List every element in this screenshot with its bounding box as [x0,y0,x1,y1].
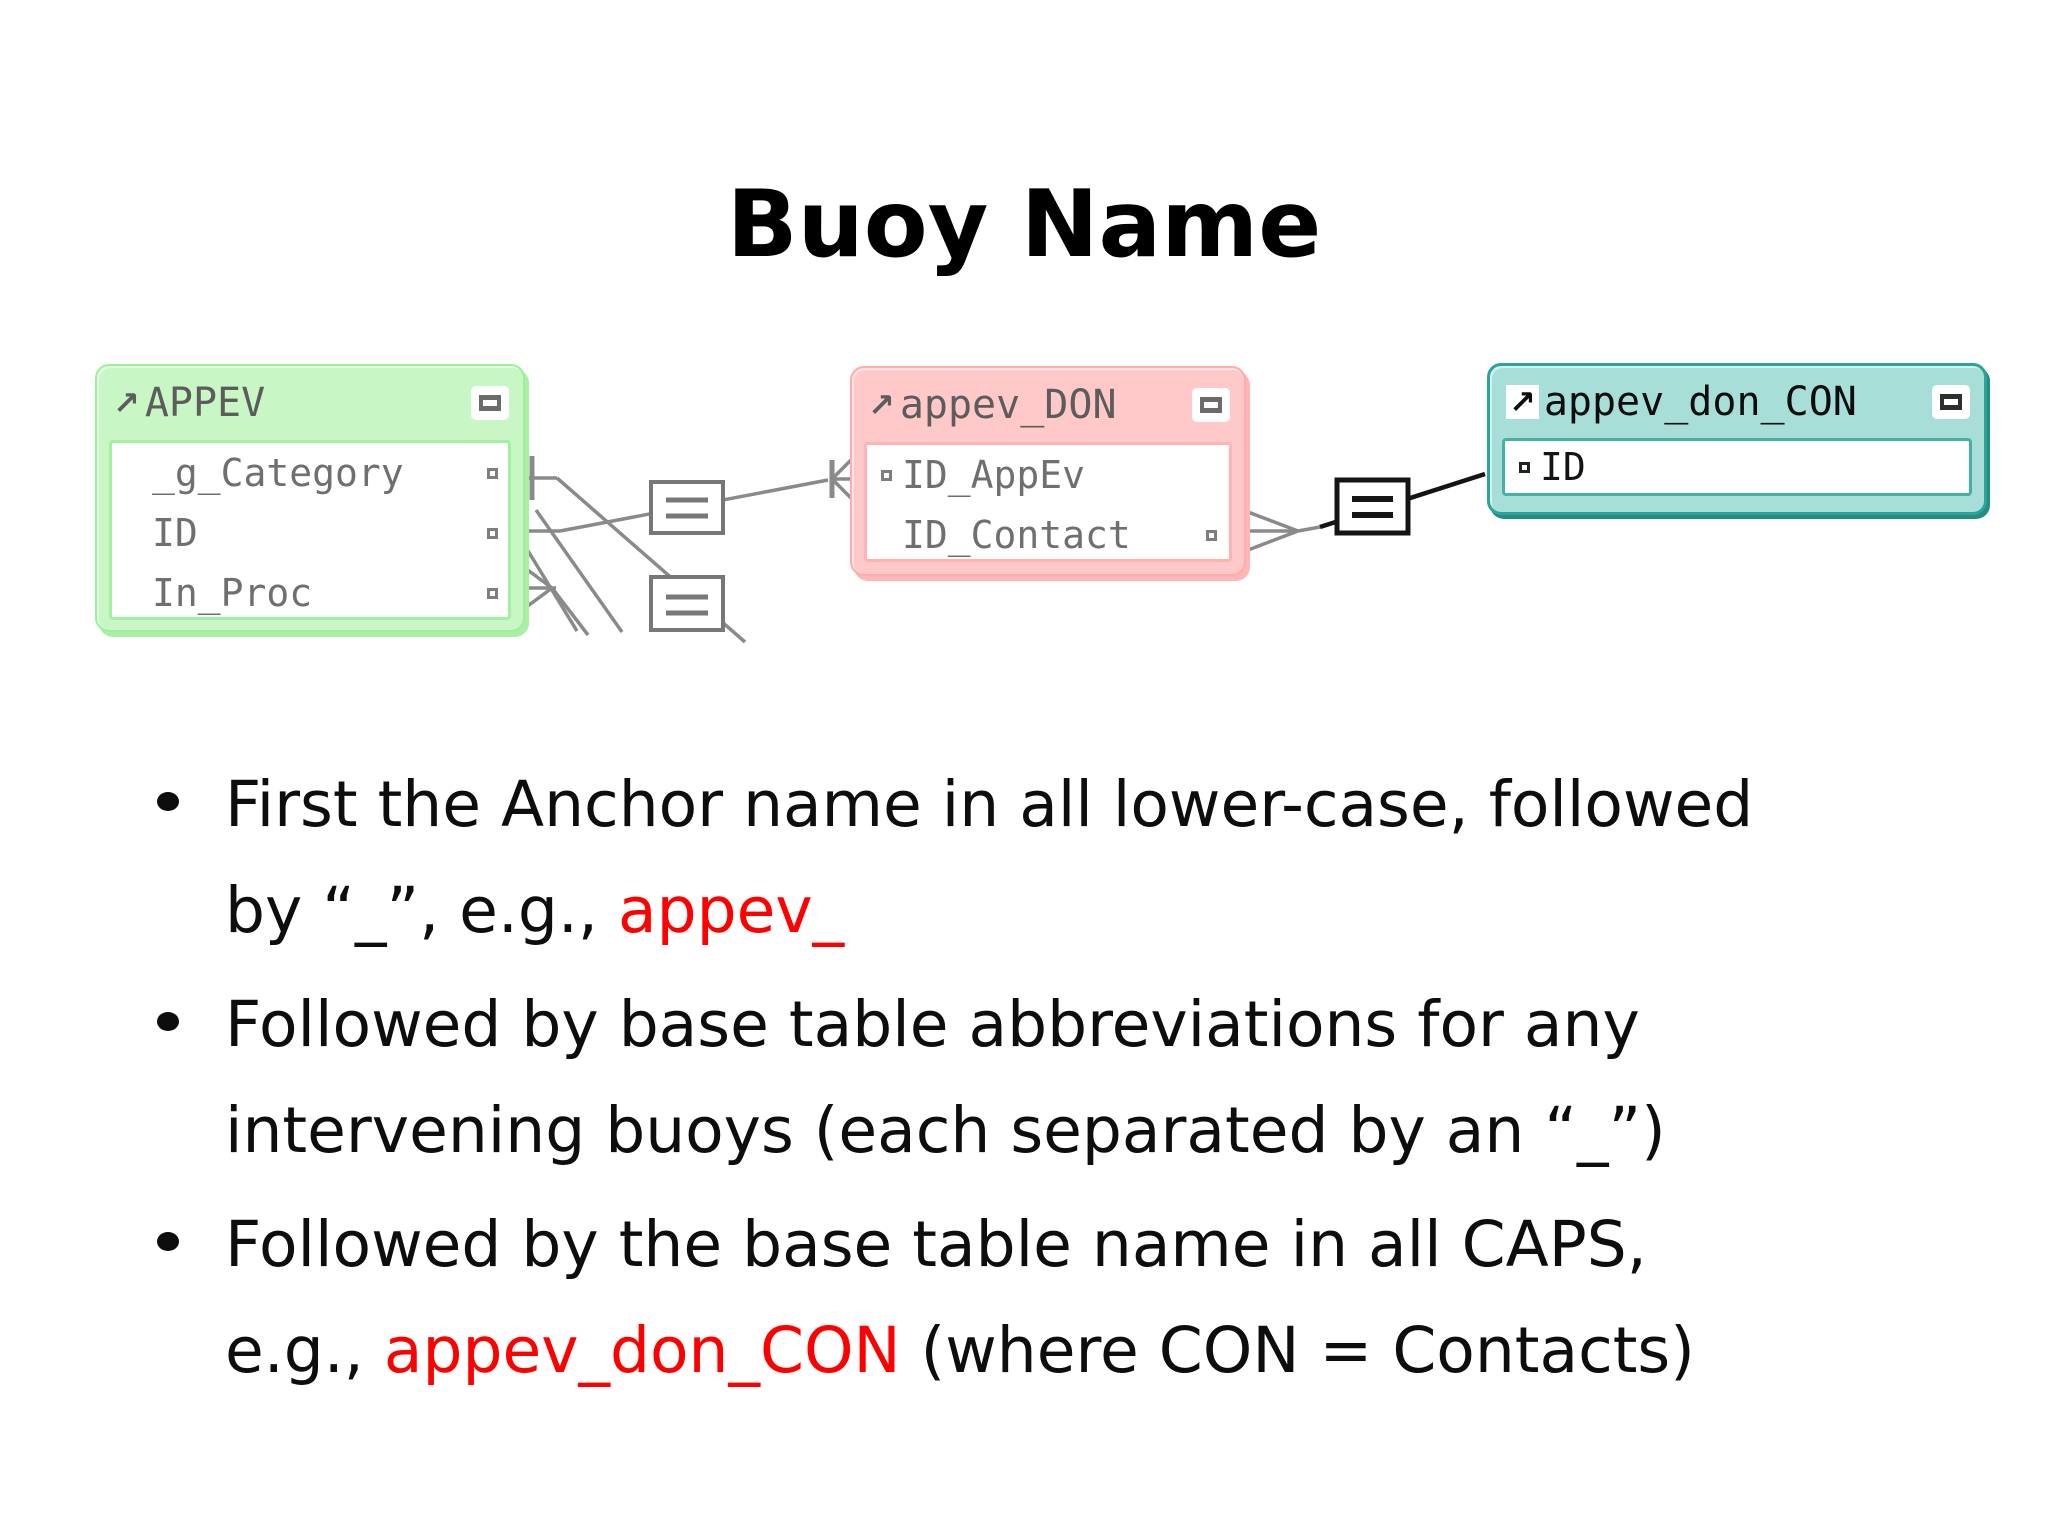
entity-appev-don-con-header: ↗ appev_don_CON [1490,366,1984,438]
bullet-line: Followed by base table abbreviations for… [225,988,1640,1061]
bullet-line: intervening buoys (each separated by an … [225,1078,2005,1184]
entity-field-list: ID [1502,438,1972,496]
entity-appev-header: ↗ APPEV [97,366,523,440]
field-row[interactable]: ID_AppEv [867,445,1229,505]
bullet-text: (where CON = Contacts) [900,1314,1695,1387]
entity-appev[interactable]: ↗ APPEV _g_Category ID In_Proc [95,364,525,632]
connector-port[interactable] [881,469,892,481]
field-label: _g_Category [152,451,404,495]
field-row[interactable]: ID [1505,441,1969,493]
entity-appev-don-header: ↗ appev_DON [852,368,1244,442]
relationship-line [534,508,624,634]
bullet-item: Followed by the base table name in all C… [157,1192,2005,1404]
crow-foot [830,457,854,501]
bullet-highlight: appev_ [617,874,845,947]
field-row[interactable]: In_Proc [112,563,508,623]
crow-foot [523,566,556,610]
minimize-button[interactable] [1932,385,1970,419]
bullet-item: Followed by base table abbreviations for… [157,972,2005,1184]
equals-box-1[interactable] [649,480,725,535]
link-arrow-icon: ↗ [1506,385,1539,419]
bullet-text: e.g., [225,1314,384,1387]
bullet-text: by “_”, e.g., [225,874,618,947]
connector-port[interactable] [487,587,498,599]
bullet-line: Followed by the base table name in all C… [225,1208,1647,1281]
entity-field-list: ID_AppEv ID_Contact [864,442,1232,562]
entity-field-list: _g_Category ID In_Proc [109,440,511,620]
bullet-list: First the Anchor name in all lower-case,… [157,752,2005,1412]
minimize-icon [1200,397,1222,413]
bullet-line: e.g., appev_don_CON (where CON = Contact… [225,1298,2005,1404]
field-label: ID [152,511,198,555]
entity-title: APPEV [144,380,266,426]
connector-port[interactable] [1206,529,1217,541]
field-label: ID_Contact [902,513,1131,557]
field-row[interactable]: ID [112,503,508,563]
minimize-button[interactable] [1192,388,1230,422]
minimize-icon [479,395,501,411]
field-label: ID_AppEv [902,453,1086,497]
field-label: In_Proc [152,571,313,615]
entity-appev-don-con[interactable]: ↗ appev_don_CON ID [1487,363,1987,515]
minimize-icon [1940,394,1962,410]
bullet-line: First the Anchor name in all lower-case,… [225,768,1754,841]
relationship-lines-gray [523,456,1321,644]
entity-title: appev_don_CON [1543,379,1857,425]
bullet-highlight: appev_don_CON [383,1314,901,1387]
page-title: Buoy Name [726,170,1322,279]
link-arrow-icon: ↗ [868,386,895,424]
entity-appev-don[interactable]: ↗ appev_DON ID_AppEv ID_Contact [850,366,1246,576]
field-row[interactable]: ID_Contact [867,505,1229,565]
link-arrow-icon: ↗ [113,384,140,422]
minimize-button[interactable] [471,386,509,420]
bullet-text: intervening buoys (each separated by an … [225,1094,1666,1167]
crow-foot [1247,510,1299,552]
equals-box-2[interactable] [649,575,725,632]
entity-title: appev_DON [899,382,1117,428]
connector-port[interactable] [487,527,498,539]
field-label: ID [1540,445,1586,489]
bullet-line: by “_”, e.g., appev_ [225,858,2005,964]
relationship-line [1297,525,1321,533]
field-row[interactable]: _g_Category [112,443,508,503]
connector-port[interactable] [487,467,498,479]
relationship-line [550,586,590,637]
connector-port[interactable] [1519,461,1530,473]
equals-box-3[interactable] [1334,477,1411,536]
bullet-item: First the Anchor name in all lower-case,… [157,752,2005,964]
